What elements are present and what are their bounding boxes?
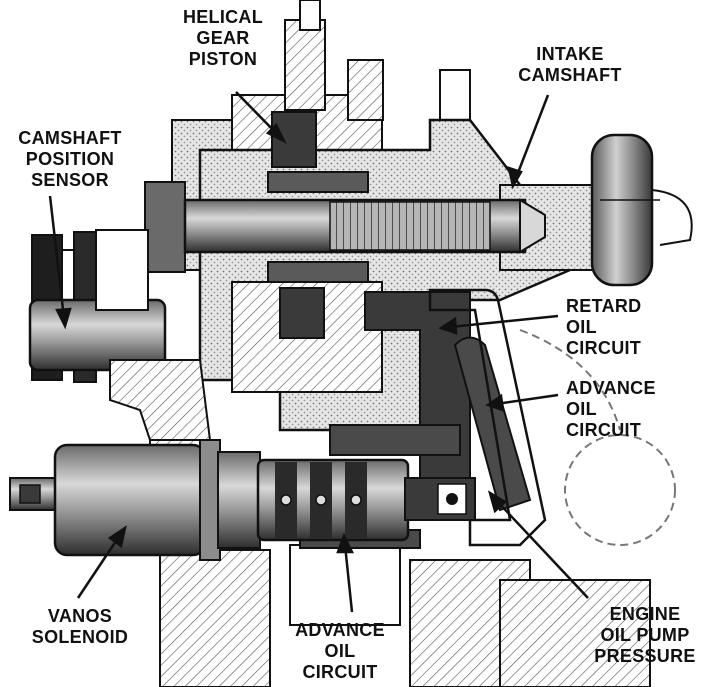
label-vanos-solenoid: VANOS SOLENOID xyxy=(31,606,129,647)
label-helical-gear-piston: HELICAL GEAR PISTON xyxy=(182,7,264,69)
label-engine-oil-pump-pressure: ENGINE OIL PUMP PRESSURE xyxy=(594,604,696,666)
helical-gear-piston-blocks xyxy=(231,111,383,393)
label-advance-oil-circuit-bottom: ADVANCE OIL CIRCUIT xyxy=(295,620,385,682)
arrow-helical-gear-piston xyxy=(235,91,279,136)
arrow-retard-oil-circuit xyxy=(449,314,559,329)
arrow-vanos-solenoid xyxy=(76,534,122,599)
camshaft-position-sensor xyxy=(28,229,167,383)
arrow-engine-oil-pump-pressure xyxy=(495,499,589,599)
label-camshaft-position-sensor: CAMSHAFT POSITION SENSOR xyxy=(18,128,122,190)
arrow-intake-camshaft xyxy=(514,94,550,179)
label-advance-oil-circuit-right: ADVANCE OIL CIRCUIT xyxy=(566,378,656,440)
vanos-solenoid-body xyxy=(9,439,476,561)
label-intake-camshaft: INTAKE CAMSHAFT xyxy=(518,44,622,85)
leader-arrows xyxy=(48,91,589,613)
central-bolt xyxy=(144,181,546,273)
arrow-advance-oil-circuit-bottom xyxy=(343,544,354,613)
arrow-advance-oil-circuit-right xyxy=(495,393,559,406)
label-retard-oil-circuit: RETARD OIL CIRCUIT xyxy=(566,296,642,358)
arrow-camshaft-position-sensor xyxy=(48,195,66,319)
